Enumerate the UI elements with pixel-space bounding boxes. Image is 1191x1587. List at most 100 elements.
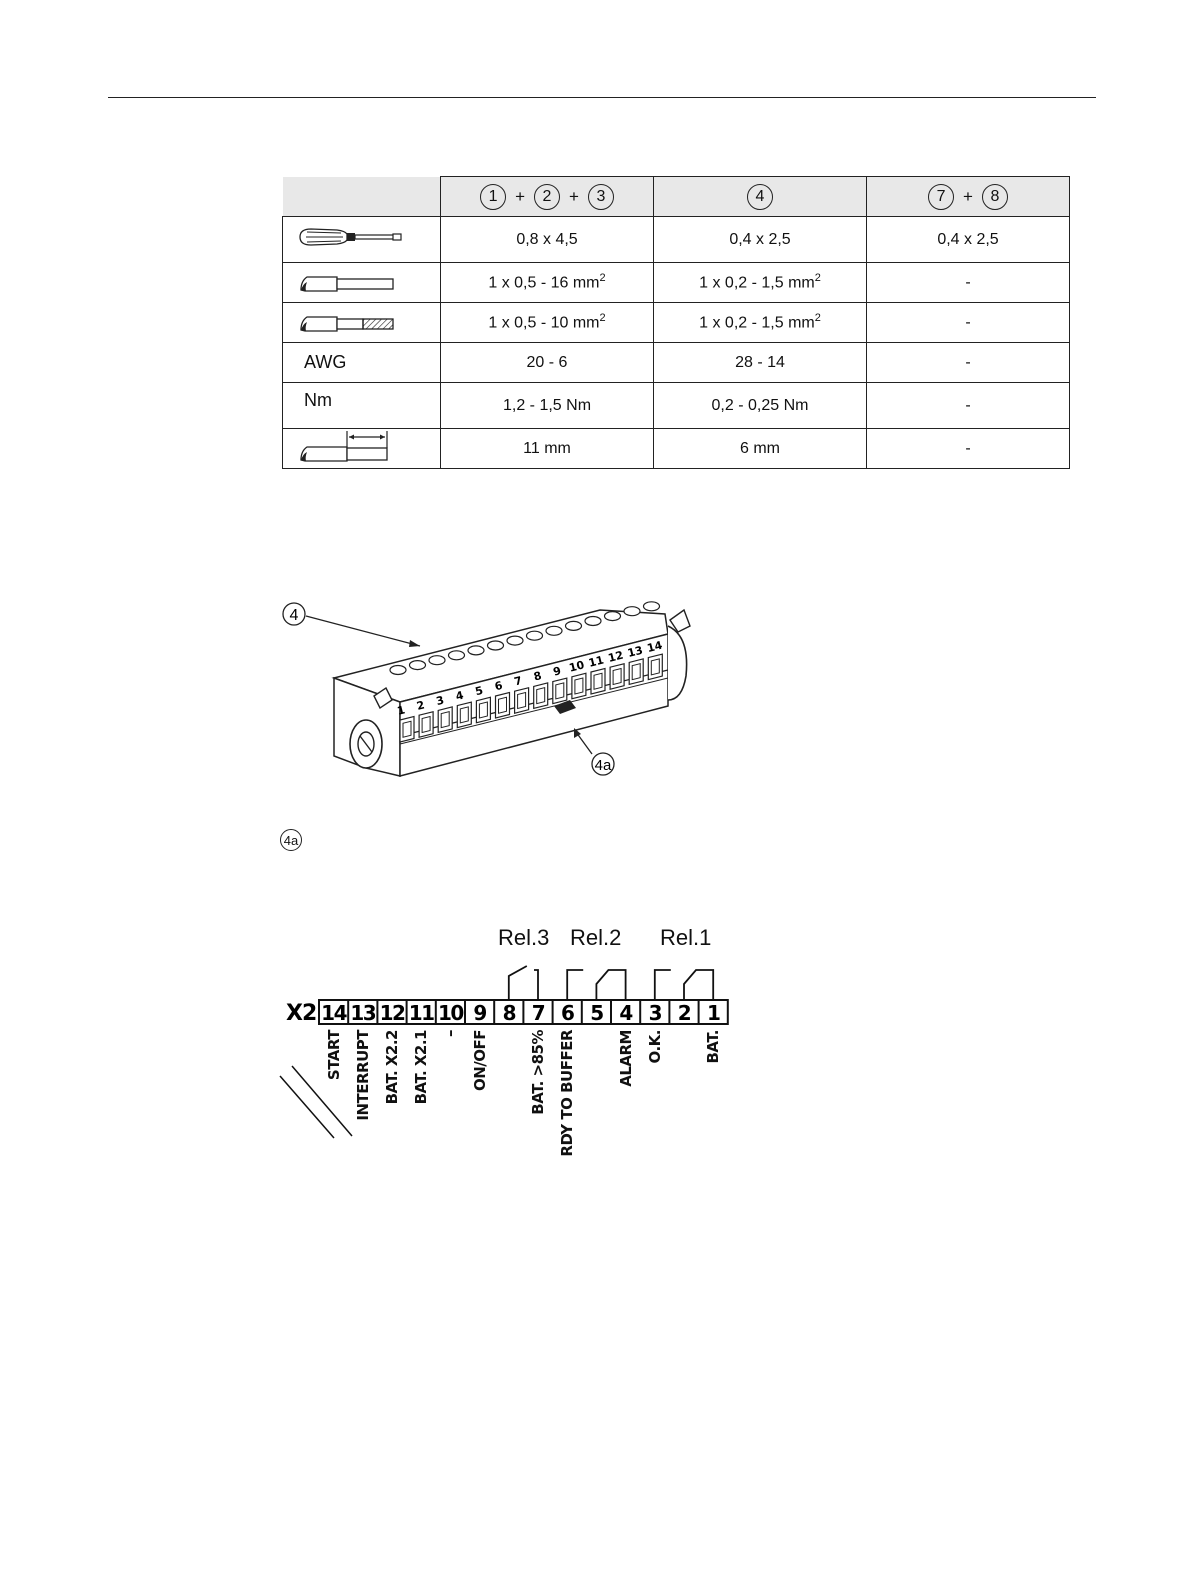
cable-mark (291, 1065, 353, 1137)
pin-number: 3 (435, 694, 446, 708)
cable-mark (279, 1075, 335, 1139)
pin-hole (447, 650, 466, 661)
circle-2: 2 (534, 183, 560, 210)
clamp-window-inner (478, 701, 488, 719)
pin-number: 13 (626, 644, 644, 660)
circle-3: 3 (587, 183, 614, 210)
terminal-number: 7 (532, 1001, 545, 1025)
clamp-window-inner (650, 658, 660, 676)
terminal-number: 13 (350, 1001, 375, 1025)
table-cell: 0,8 x 4,5 (516, 230, 578, 248)
wire-spec-table: 1 + 2 + 3 4 7 + 8 (282, 176, 1070, 469)
table-cell: - (965, 353, 971, 371)
callout-4: 4 (290, 607, 299, 624)
table-row: 11 mm 6 mm - (282, 428, 1070, 469)
terminal-label: RDY TO BUFFER (558, 1030, 577, 1157)
row-label-awg: AWG (304, 352, 347, 372)
circle-4: 4 (747, 183, 773, 210)
terminal-label: O.K. (645, 1030, 664, 1064)
terminal-label: – (441, 1030, 460, 1037)
table-row: Nm 1,2 - 1,5 Nm 0,2 - 0,25 Nm - (282, 382, 1070, 429)
pin-number: 4 (454, 689, 465, 704)
relay-contact (507, 965, 528, 1000)
table-cell: 1 x 0,2 - 1,5 mm (699, 274, 815, 292)
clamp-window (475, 696, 491, 724)
relay-contact (683, 969, 715, 1000)
pin-number: 6 (493, 679, 504, 694)
pin-hole (564, 620, 583, 631)
circle-7: 7 (928, 183, 955, 210)
clamp-window-inner (612, 667, 622, 686)
terminal-block-label: X2 (286, 1001, 316, 1026)
pin-hole (642, 601, 661, 612)
pin-hole (584, 615, 602, 627)
relay-label-rel2: Rel.2 (570, 925, 622, 950)
relay-label-rel3: Rel.3 (498, 925, 550, 950)
pin-hole (486, 640, 505, 651)
clamp-window-inner (555, 682, 565, 700)
terminal-label: BAT. X2.1 (412, 1030, 431, 1105)
table-cell: - (965, 396, 971, 414)
superscript: 2 (814, 272, 821, 285)
clamp-window (456, 701, 472, 729)
pin-hole (623, 606, 641, 617)
strip-length-icon (282, 428, 441, 469)
circle-8: 8 (981, 183, 1008, 210)
terminal-number: 9 (473, 1001, 486, 1025)
terminal-number: 1 (707, 1001, 720, 1025)
table-corner (282, 176, 441, 217)
clamp-window (514, 686, 530, 714)
table-row: 1 x 0,5 - 16 mm2 1 x 0,2 - 1,5 mm2 - (282, 262, 1070, 303)
table-cell: 11 mm (523, 439, 571, 457)
pin-hole (506, 635, 524, 646)
screwdriver-icon (282, 216, 441, 263)
table-row: AWG 20 - 6 28 - 14 - (282, 342, 1070, 383)
terminal-number: 8 (503, 1001, 516, 1025)
terminal-label: BAT. >85% (529, 1030, 547, 1115)
pin-number: 5 (474, 684, 485, 698)
pin-number: 11 (587, 653, 605, 669)
clamp-window-inner (402, 720, 412, 738)
table-cell: 6 mm (740, 439, 780, 457)
clamp-window-inner (421, 715, 431, 734)
clamp-window (571, 672, 587, 700)
clamp-window-inner (593, 672, 603, 690)
relay-label-rel1: Rel.1 (660, 925, 712, 950)
legend-4a-symbol: 4a (280, 829, 302, 851)
terminal-number: 2 (678, 1001, 691, 1025)
relay-contact (595, 969, 627, 1000)
terminal-label: BAT. X2.2 (383, 1030, 401, 1105)
terminal-number: 14 (321, 1001, 346, 1025)
clamp-window-inner (440, 711, 450, 729)
clamp-window (399, 715, 415, 743)
clamp-window (647, 653, 663, 681)
terminal-number: 4 (619, 1001, 632, 1025)
pin-hole (525, 630, 544, 641)
table-cell: 1 x 0,2 - 1,5 mm (699, 314, 815, 332)
table-cell: 0,4 x 2,5 (729, 230, 791, 248)
pin-hole (428, 655, 446, 666)
stranded-wire-ferrule-icon (282, 302, 441, 343)
pin-hole (467, 645, 485, 656)
table-header-row: 1 + 2 + 3 4 7 + 8 (282, 176, 1070, 217)
clamp-window (552, 677, 568, 705)
clamp-window-inner (459, 706, 469, 724)
pin-number: 10 (568, 658, 586, 674)
solid-wire-icon (282, 262, 441, 303)
terminal-number: 11 (409, 1001, 434, 1025)
pin-hole (603, 611, 622, 622)
terminal-number: 5 (590, 1001, 603, 1025)
clamp-window-inner (498, 696, 507, 714)
legend-4a: 4a (280, 829, 302, 851)
header-terminal-4: 4 (653, 176, 867, 217)
terminal-label: START (324, 1030, 343, 1081)
relay-contact (534, 969, 539, 1000)
table-cell: 28 - 14 (735, 353, 785, 371)
plus-sign: + (963, 186, 973, 206)
terminal-label: BAT. (704, 1030, 723, 1064)
clamp-window (628, 658, 644, 686)
row-label-nm: Nm (304, 390, 332, 410)
pin-hole (408, 659, 427, 671)
pin-hole (545, 625, 563, 636)
